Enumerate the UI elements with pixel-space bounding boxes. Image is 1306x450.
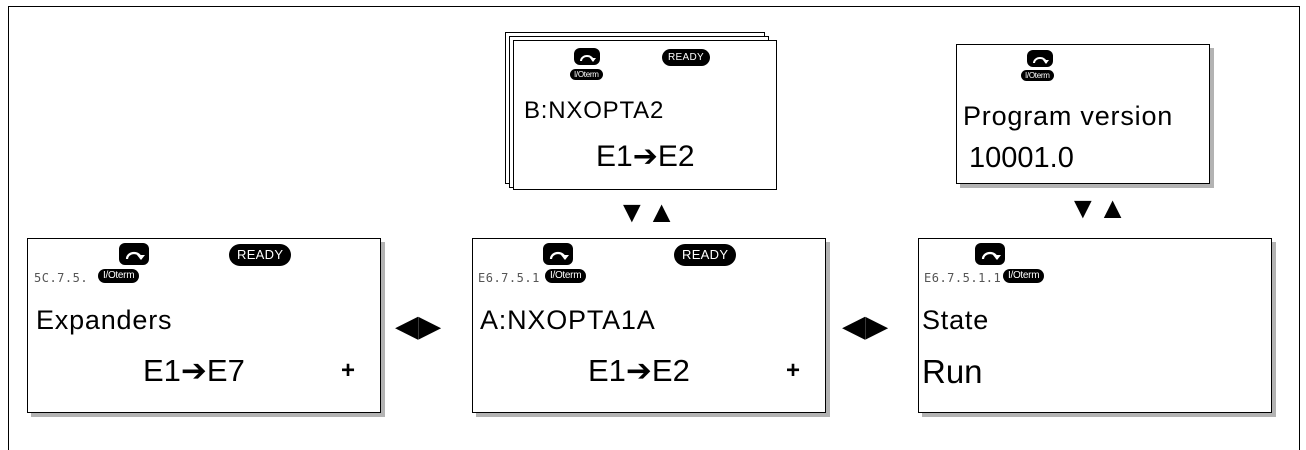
- rotation-icon: [975, 243, 1005, 265]
- plus-icon: +: [786, 357, 801, 384]
- rotation-icon: [543, 243, 573, 265]
- screen-value: 10001.0: [969, 142, 1074, 174]
- ioterm-badge: I/Oterm: [1003, 269, 1045, 283]
- ready-badge: READY: [662, 49, 710, 66]
- ioterm-badge: I/Oterm: [570, 69, 603, 80]
- screen-title: B:NXOPTA2: [524, 97, 665, 124]
- page-code: E6.7.5.1: [478, 271, 540, 285]
- ioterm-badge: I/Oterm: [545, 269, 587, 283]
- screen-value: Run: [922, 353, 983, 390]
- screen-value: E1➔E2: [596, 140, 695, 173]
- expanders-screen: 5C.7.5. I/Oterm READY Expanders E1➔E7 +: [27, 238, 381, 413]
- rotation-icon: [1027, 50, 1053, 67]
- left-right-arrow-icon: ◀▶: [842, 310, 889, 343]
- program-version-screen: I/Oterm Program version 10001.0: [956, 44, 1210, 184]
- screen-value: E1➔E2: [588, 353, 690, 388]
- screen-title: Program version: [963, 101, 1174, 131]
- screen-title: State: [922, 305, 990, 335]
- state-screen: E6.7.5.1.1 I/Oterm State Run: [918, 238, 1272, 413]
- screen-title: Expanders: [36, 305, 173, 335]
- plus-icon: +: [341, 357, 356, 384]
- rotation-icon: [119, 243, 149, 265]
- page-code: 5C.7.5.: [34, 271, 89, 285]
- ioterm-badge: I/Oterm: [98, 269, 140, 283]
- ioterm-badge: I/Oterm: [1021, 70, 1054, 81]
- down-up-arrow-icon: ▼▲: [1068, 192, 1128, 225]
- left-right-arrow-icon: ◀▶: [395, 310, 442, 343]
- rotation-icon: [574, 48, 600, 65]
- screen-value: E1➔E7: [143, 353, 245, 388]
- down-up-arrow-icon: ▼▲: [617, 196, 677, 229]
- diagram-frame: [8, 6, 1300, 450]
- ready-badge: READY: [229, 244, 292, 266]
- board-b-screen: I/Oterm READY B:NXOPTA2 E1➔E2: [513, 40, 777, 190]
- screen-title: A:NXOPTA1A: [480, 305, 656, 335]
- page-code: E6.7.5.1.1: [924, 271, 1002, 285]
- board-a-screen: E6.7.5.1 I/Oterm READY A:NXOPTA1A E1➔E2 …: [472, 238, 826, 413]
- ready-badge: READY: [674, 244, 737, 266]
